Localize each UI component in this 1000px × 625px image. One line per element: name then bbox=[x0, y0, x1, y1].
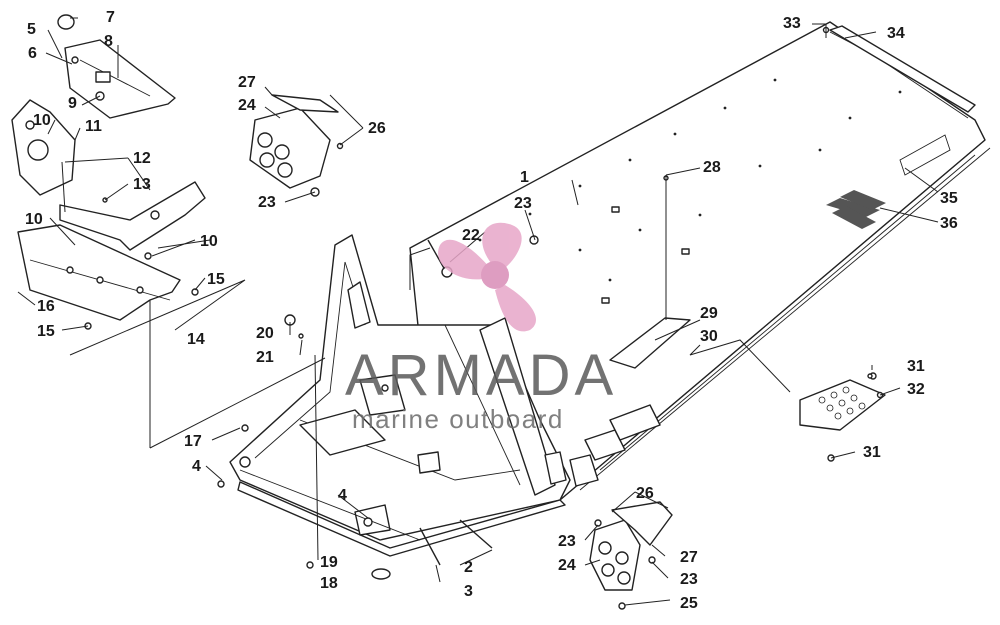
footrest-bracket-right bbox=[589, 501, 673, 610]
callout-25: 25 bbox=[680, 595, 698, 612]
callout-8: 8 bbox=[104, 33, 113, 50]
propeller-logo bbox=[438, 222, 536, 332]
step-plate bbox=[799, 372, 886, 462]
callout-31b: 31 bbox=[863, 444, 881, 461]
callout-31a: 31 bbox=[907, 358, 925, 375]
callout-6: 6 bbox=[28, 45, 37, 62]
callout-17: 17 bbox=[184, 433, 202, 450]
callout-9: 9 bbox=[68, 95, 77, 112]
callout-36: 36 bbox=[940, 215, 958, 232]
front-brackets bbox=[11, 14, 206, 330]
callout-26b: 26 bbox=[636, 485, 654, 502]
propeller-hub bbox=[481, 261, 509, 289]
callout-10c: 10 bbox=[200, 233, 218, 250]
propeller-blade-left bbox=[438, 239, 490, 280]
callout-35: 35 bbox=[940, 190, 958, 207]
callout-23b: 23 bbox=[514, 195, 532, 212]
propeller-blade-top bbox=[482, 222, 522, 268]
callout-18: 18 bbox=[320, 575, 338, 592]
callout-11: 11 bbox=[85, 118, 102, 135]
bulkhead-frame bbox=[229, 234, 661, 557]
callout-5: 5 bbox=[27, 21, 36, 38]
callout-29: 29 bbox=[700, 305, 718, 322]
callout-26a: 26 bbox=[368, 120, 386, 137]
callout-30: 30 bbox=[700, 328, 718, 345]
callout-10a: 10 bbox=[33, 112, 51, 129]
callout-10b: 10 bbox=[25, 211, 43, 228]
watermark-tagline: marine outboard bbox=[352, 404, 564, 434]
callout-32: 32 bbox=[907, 381, 925, 398]
callout-13: 13 bbox=[133, 176, 151, 193]
callout-20: 20 bbox=[256, 325, 274, 342]
callout-24b: 24 bbox=[558, 557, 576, 574]
callout-7: 7 bbox=[106, 9, 115, 26]
armada-watermark: ARMADA marine outboard bbox=[345, 222, 617, 434]
callout-14: 14 bbox=[187, 331, 205, 348]
callout-labels: 5 6 7 8 9 10 11 12 13 10 10 15 16 15 14 … bbox=[25, 9, 958, 612]
callout-27b: 27 bbox=[680, 549, 698, 566]
callout-22: 22 bbox=[462, 227, 480, 244]
leader-lines bbox=[17, 17, 939, 606]
callout-33: 33 bbox=[783, 15, 801, 32]
callout-4a: 4 bbox=[192, 458, 201, 475]
callout-24a: 24 bbox=[238, 97, 256, 114]
propeller-blade-right bbox=[495, 285, 536, 332]
callout-15a: 15 bbox=[207, 271, 225, 288]
callout-19: 19 bbox=[320, 554, 338, 571]
callout-28: 28 bbox=[703, 159, 721, 176]
callout-2: 2 bbox=[464, 559, 473, 576]
callout-16: 16 bbox=[37, 298, 55, 315]
callout-12: 12 bbox=[133, 150, 151, 167]
callout-23d: 23 bbox=[680, 571, 698, 588]
footrest-bracket-left bbox=[249, 94, 344, 197]
callout-23a: 23 bbox=[258, 194, 276, 211]
callout-3: 3 bbox=[464, 583, 473, 600]
callout-21: 21 bbox=[256, 349, 274, 366]
callout-23c: 23 bbox=[558, 533, 576, 550]
callout-4b: 4 bbox=[338, 487, 347, 504]
callout-27a: 27 bbox=[238, 74, 256, 91]
callout-34: 34 bbox=[887, 25, 905, 42]
watermark-brand: ARMADA bbox=[345, 343, 617, 408]
callout-15b: 15 bbox=[37, 323, 55, 340]
callout-1: 1 bbox=[520, 169, 529, 186]
